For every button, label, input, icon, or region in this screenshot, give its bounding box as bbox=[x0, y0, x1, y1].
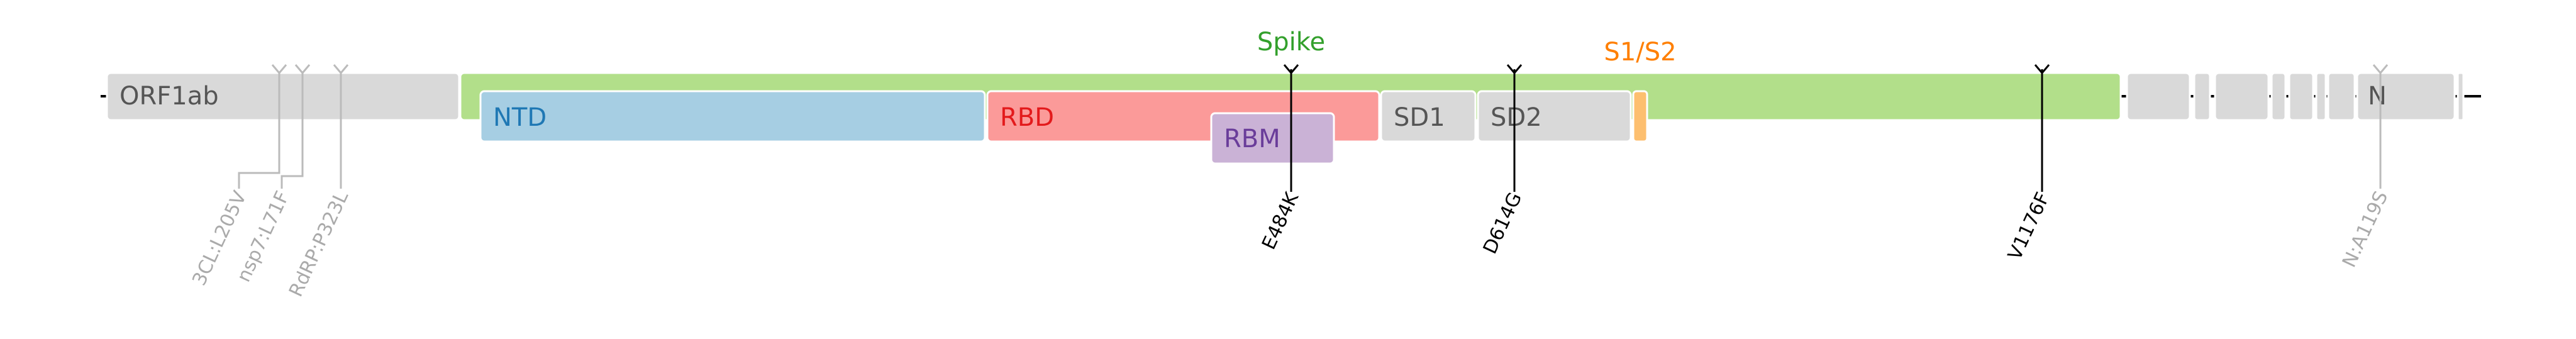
spike-title: Spike bbox=[1257, 28, 1325, 57]
mutation-marker-e484k bbox=[1283, 64, 1299, 192]
mutation-marker-v1176f bbox=[2034, 64, 2050, 192]
mutation-label-e484k: E484K bbox=[1258, 188, 1304, 253]
mutation-marker-n-a119s bbox=[2372, 64, 2389, 189]
gene-box-e bbox=[2193, 72, 2211, 121]
domain-label-sd1: SD1 bbox=[1394, 103, 1445, 132]
gene-box-m bbox=[2214, 72, 2270, 121]
gene-box-orf1ab bbox=[106, 72, 460, 121]
domain-label-rbd: RBD bbox=[1000, 103, 1054, 132]
gene-label-n: N bbox=[2368, 82, 2387, 111]
cleavage-site-s1s2 bbox=[1632, 90, 1648, 143]
gene-box-orf10 bbox=[2457, 72, 2465, 121]
gene-box-orf7b bbox=[2315, 72, 2327, 121]
mutation-label-rdrp-p323l: RdRP:P323L bbox=[285, 187, 353, 300]
domain-label-rbm: RBM bbox=[1224, 125, 1280, 153]
gene-box-orf3a bbox=[2126, 72, 2191, 121]
mutation-marker-rdrp-p323l bbox=[333, 64, 349, 189]
mutation-label-d614g: D614G bbox=[1479, 189, 1527, 258]
domain-label-ntd: NTD bbox=[493, 103, 547, 132]
gene-label-orf1ab: ORF1ab bbox=[119, 82, 219, 111]
domain-box-ntd bbox=[479, 90, 986, 143]
domain-box-rbm bbox=[1210, 112, 1335, 165]
gene-box-orf6 bbox=[2270, 72, 2287, 121]
domain-box-sd2 bbox=[1477, 90, 1632, 143]
s1s2-title: S1/S2 bbox=[1604, 38, 1676, 67]
gene-box-orf7a bbox=[2288, 72, 2314, 121]
mutation-marker-d614g bbox=[1506, 64, 1523, 192]
gene-box-n bbox=[2356, 72, 2456, 121]
mutation-label-v1176f: V1176F bbox=[2004, 189, 2054, 264]
domain-label-sd2: SD2 bbox=[1491, 103, 1542, 132]
domain-box-sd1 bbox=[1380, 90, 1477, 143]
mutation-marker-nsp7-l71f bbox=[280, 64, 311, 189]
gene-box-orf8 bbox=[2327, 72, 2356, 121]
mutation-label-n-a119s: N:A119S bbox=[2338, 188, 2392, 271]
mutation-marker-3cl-l205v bbox=[238, 64, 287, 189]
